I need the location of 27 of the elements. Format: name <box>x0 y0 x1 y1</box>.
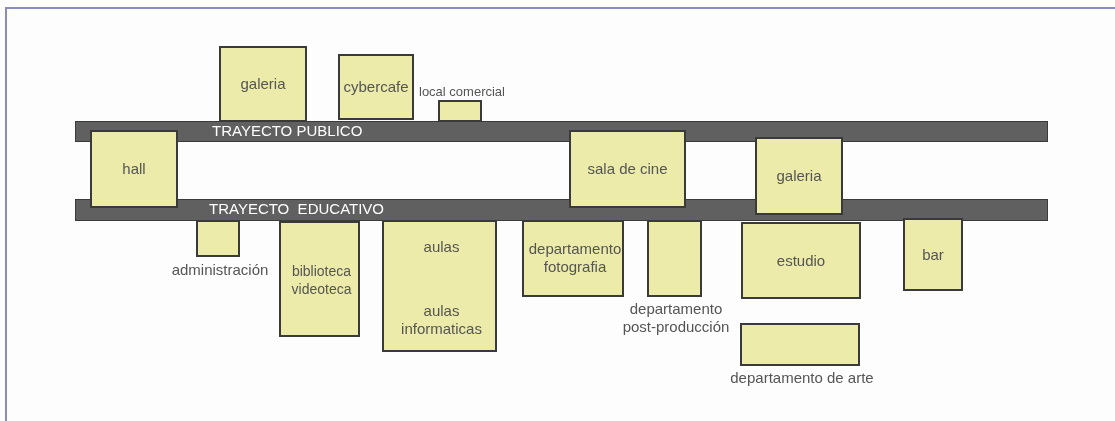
room-box <box>522 220 624 297</box>
room-label: galeria <box>775 167 823 185</box>
room-box <box>338 54 414 120</box>
room-label: cybercafe <box>342 78 410 96</box>
room-box <box>569 130 686 208</box>
room-box <box>755 137 843 215</box>
room-label: galeria <box>239 75 287 93</box>
room-caption: departamento de arte <box>729 369 875 387</box>
room-label: estudio <box>775 251 827 270</box>
corridor-label: TRAYECTO EDUCATIVO <box>209 200 385 218</box>
room-caption: departamento post-producción <box>621 300 731 336</box>
room-label: sala de cine <box>586 160 669 178</box>
room-box <box>219 46 307 122</box>
room-label: bar <box>921 245 945 264</box>
room-caption: administración <box>170 261 270 279</box>
room-label: aulas <box>422 238 461 256</box>
room-box <box>741 222 861 299</box>
room-box <box>382 220 497 352</box>
room-label: aulas informaticas <box>400 302 483 338</box>
corridor-label: TRAYECTO PUBLICO <box>212 122 363 140</box>
room-box <box>903 218 963 291</box>
room-box <box>279 221 360 337</box>
room-label: biblioteca videoteca <box>290 262 353 298</box>
room-label: hall <box>121 160 147 178</box>
room-caption: local comercial <box>418 83 506 101</box>
room-box <box>90 130 178 208</box>
room-label: departamento fotografia <box>527 240 623 276</box>
